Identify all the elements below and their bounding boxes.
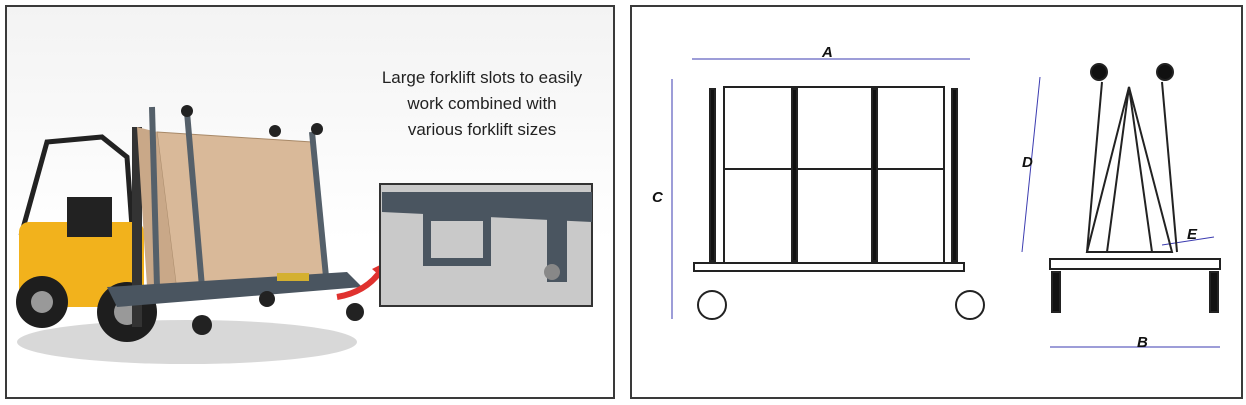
shadow bbox=[17, 320, 357, 364]
dimension-label-d: D bbox=[1022, 154, 1033, 171]
dimension-lines bbox=[671, 58, 1220, 348]
dimension-label-b: B bbox=[1137, 334, 1148, 351]
forklift-illustration bbox=[16, 105, 593, 364]
dimension-label-a: A bbox=[821, 44, 833, 61]
forklift-feature-panel: Large forklift slots to easily work comb… bbox=[5, 5, 615, 399]
side-view bbox=[1049, 63, 1221, 313]
caption-line: Large forklift slots to easily bbox=[381, 68, 583, 87]
feature-caption: Large forklift slots to easily work comb… bbox=[367, 65, 597, 143]
caption-line: various forklift sizes bbox=[407, 120, 557, 139]
forklift-slot-inset bbox=[379, 183, 593, 307]
forklift bbox=[16, 127, 157, 342]
caption-line: work combined with bbox=[407, 94, 557, 113]
slab-cart bbox=[107, 105, 364, 335]
dimension-label-c: C bbox=[652, 189, 664, 206]
technical-drawing: A C D E B bbox=[652, 44, 1221, 351]
front-view bbox=[693, 86, 985, 320]
dimension-drawing-panel: A C D E B bbox=[630, 5, 1243, 399]
dimension-label-e: E bbox=[1187, 226, 1198, 243]
